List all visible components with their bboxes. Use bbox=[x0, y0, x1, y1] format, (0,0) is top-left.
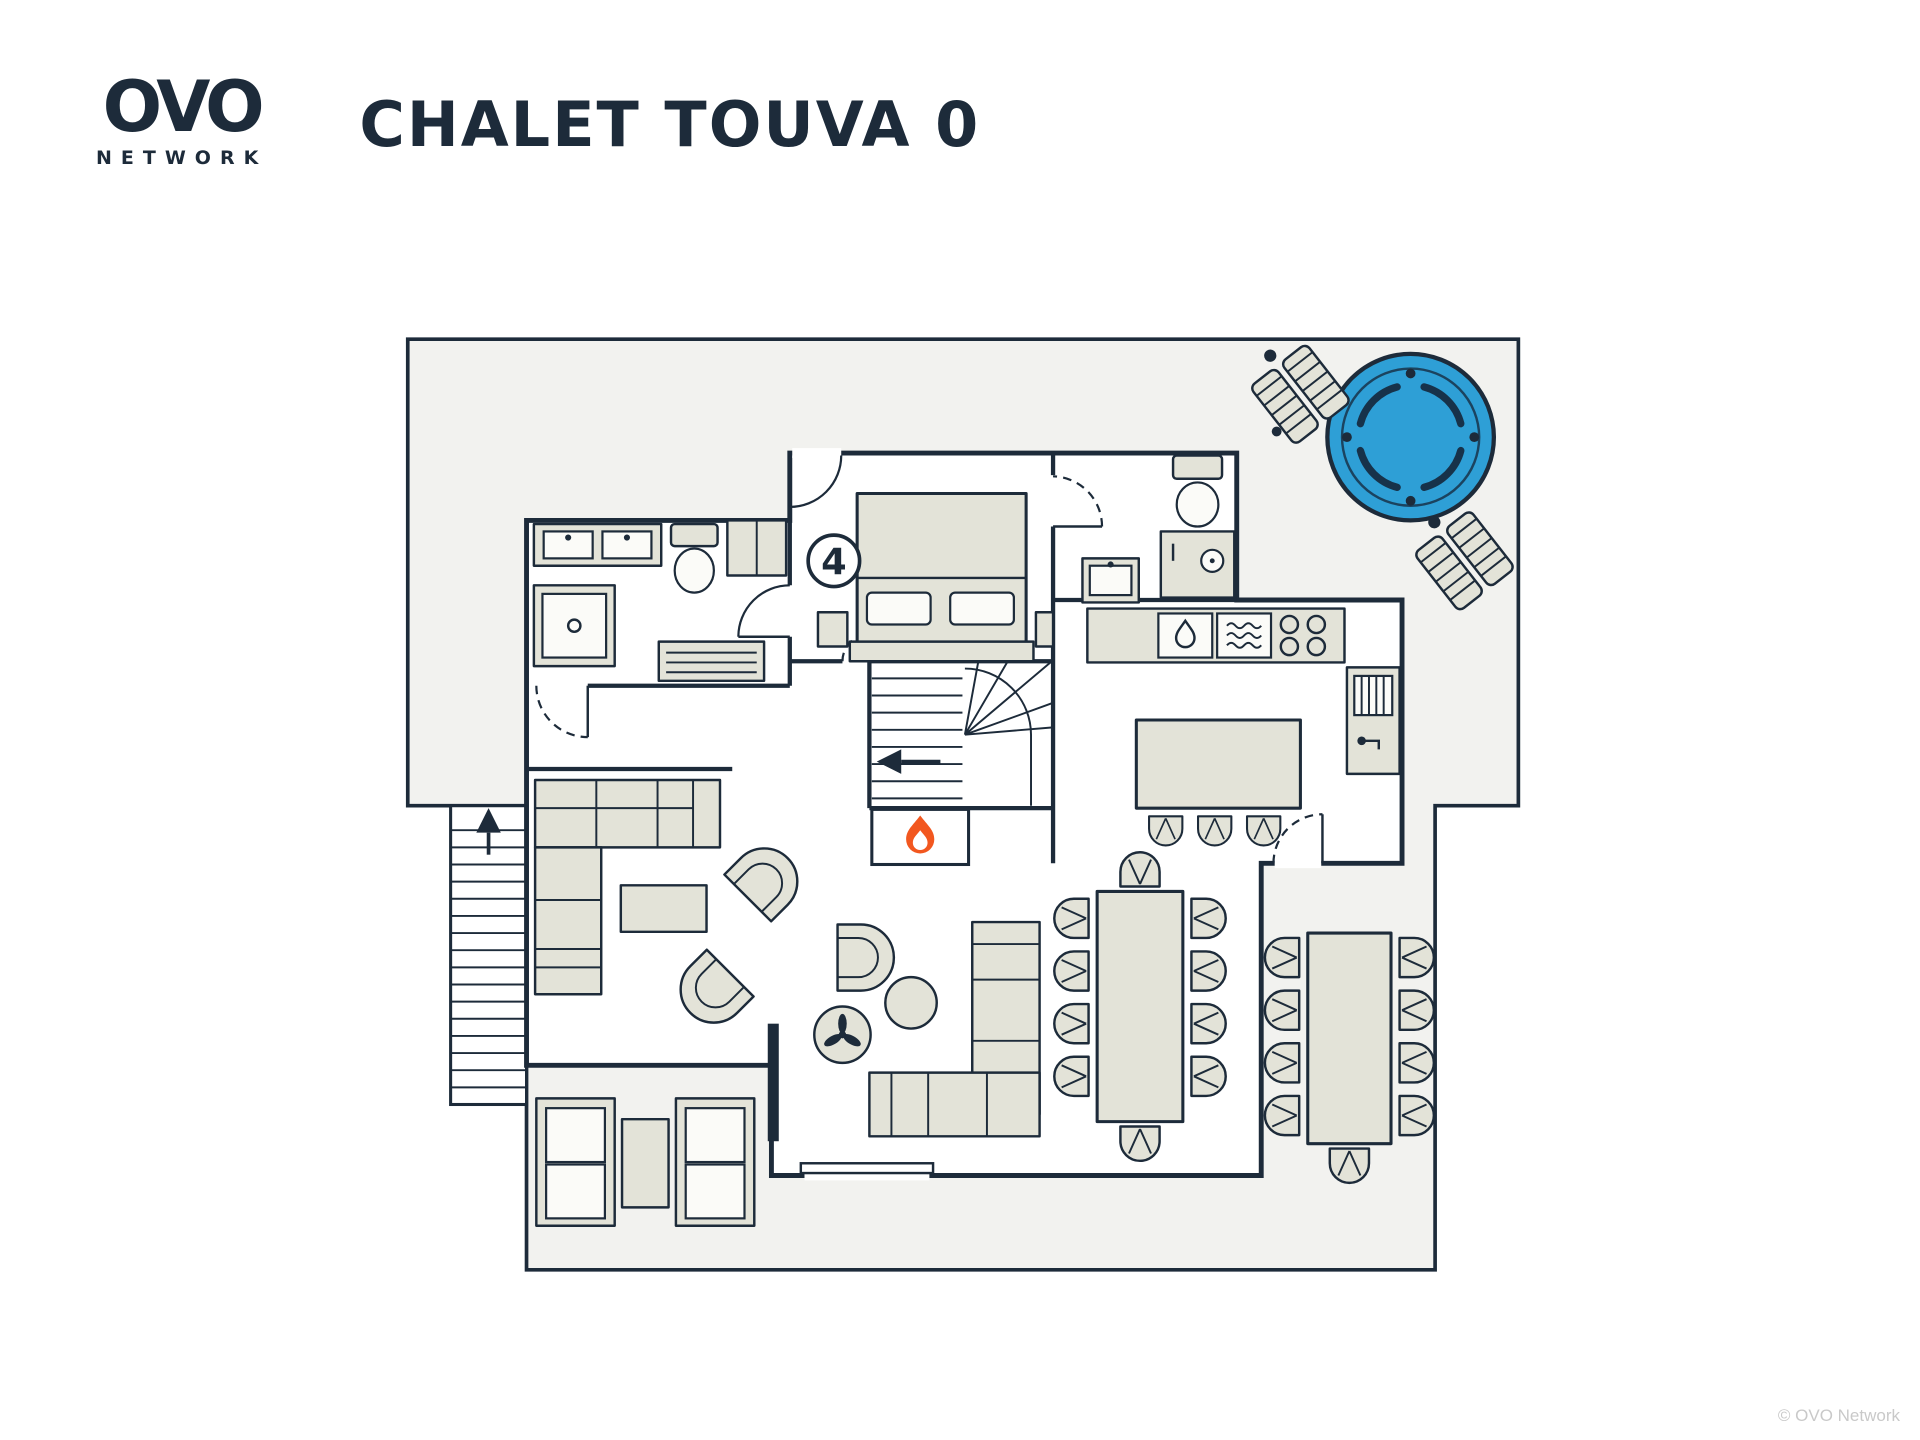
armchair bbox=[836, 923, 896, 992]
oven-icon bbox=[1216, 612, 1273, 659]
living-room bbox=[533, 778, 1041, 1175]
dining-chair bbox=[1119, 1125, 1161, 1163]
dining-chair bbox=[1263, 1042, 1301, 1084]
shower-icon bbox=[532, 584, 616, 668]
coffee-table bbox=[619, 884, 708, 934]
pouf bbox=[884, 975, 938, 1030]
dining-chair bbox=[1263, 989, 1301, 1032]
kitchen bbox=[1086, 607, 1401, 847]
flame-icon bbox=[906, 815, 935, 854]
door-arc bbox=[737, 584, 790, 638]
up-arrow-icon bbox=[476, 808, 501, 855]
fan-icon bbox=[824, 1013, 861, 1047]
exterior-staircase bbox=[449, 804, 529, 1107]
bar-stool bbox=[1245, 815, 1282, 847]
door-arc bbox=[788, 455, 843, 509]
dining-area-indoor bbox=[1053, 851, 1227, 1163]
dining-chair bbox=[1119, 851, 1161, 888]
dining-chair bbox=[1398, 936, 1436, 979]
bar-stool bbox=[1197, 815, 1233, 847]
hot-tub-icon bbox=[1325, 351, 1497, 523]
dining-chair bbox=[1053, 950, 1090, 992]
interior-staircase bbox=[871, 660, 1054, 806]
bathroom-1 bbox=[532, 519, 788, 683]
side-table-round bbox=[813, 1005, 872, 1065]
headboard bbox=[848, 640, 1035, 663]
dining-area-terrace bbox=[1263, 931, 1436, 1185]
dining-chair bbox=[1263, 936, 1301, 979]
kitchen-island bbox=[1134, 718, 1302, 810]
door-arc bbox=[535, 685, 589, 739]
bedside-table bbox=[816, 611, 849, 648]
patio-door bbox=[799, 1162, 935, 1175]
door-arc bbox=[1272, 813, 1324, 864]
kitchen-counter bbox=[1086, 607, 1346, 664]
bedside-table bbox=[1034, 611, 1055, 648]
header: OVO NETWORK CHALET TOUVA 0 bbox=[96, 72, 980, 169]
dining-chair bbox=[1398, 989, 1436, 1032]
kitchen-sink bbox=[1345, 666, 1401, 776]
bathroom-cabinet bbox=[726, 519, 788, 577]
direction-arrow-icon bbox=[876, 749, 941, 774]
page-title: CHALET TOUVA 0 bbox=[359, 88, 981, 161]
stove-icon bbox=[1279, 614, 1327, 657]
room-number: 4 bbox=[821, 540, 847, 583]
sink-icon bbox=[1081, 557, 1140, 604]
l-shaped-sofa bbox=[868, 920, 1041, 1138]
bedroom: 4 bbox=[806, 491, 1055, 663]
ovo-network-logo: OVO NETWORK bbox=[96, 72, 267, 169]
sun-loungers-right bbox=[1412, 508, 1517, 613]
dining-chair bbox=[1190, 897, 1227, 940]
dining-chair bbox=[1263, 1094, 1301, 1137]
dining-chair bbox=[1328, 1147, 1371, 1185]
door-arc bbox=[1053, 475, 1104, 528]
pillow bbox=[949, 591, 1015, 626]
dining-chair bbox=[1053, 897, 1090, 940]
fireplace bbox=[870, 807, 971, 867]
outdoor-lounge bbox=[535, 1097, 756, 1227]
tv bbox=[767, 1023, 779, 1142]
dining-table bbox=[1306, 931, 1393, 1146]
toilet-icon bbox=[669, 522, 719, 594]
outdoor-sofa bbox=[674, 1097, 756, 1227]
dining-chair bbox=[1190, 1002, 1227, 1045]
dining-chair bbox=[1190, 1055, 1227, 1098]
dining-chair bbox=[1398, 1042, 1436, 1084]
bathroom-bench bbox=[657, 640, 766, 683]
double-bed bbox=[816, 491, 1055, 663]
room-number-badge: 4 bbox=[806, 533, 862, 589]
dining-chair bbox=[1398, 1094, 1436, 1137]
shower-icon bbox=[1159, 530, 1236, 599]
dining-chair bbox=[1053, 1055, 1090, 1098]
outdoor-sofa bbox=[535, 1097, 616, 1227]
logo-subtext: NETWORK bbox=[96, 147, 268, 169]
logo-mark: OVO bbox=[102, 66, 265, 148]
dishwasher-icon bbox=[1157, 612, 1214, 659]
outdoor-table bbox=[620, 1117, 670, 1209]
sectional-sofa bbox=[533, 778, 722, 996]
bathroom-2 bbox=[1081, 454, 1236, 604]
dining-table bbox=[1095, 889, 1185, 1124]
pillow bbox=[865, 591, 932, 626]
sun-loungers-top bbox=[1248, 342, 1353, 447]
dining-chair bbox=[1190, 950, 1227, 992]
toilet-icon bbox=[1171, 454, 1224, 528]
bar-stool bbox=[1148, 815, 1184, 847]
copyright-watermark: © OVO Network bbox=[1777, 1406, 1900, 1425]
dining-chair bbox=[1053, 1002, 1090, 1045]
